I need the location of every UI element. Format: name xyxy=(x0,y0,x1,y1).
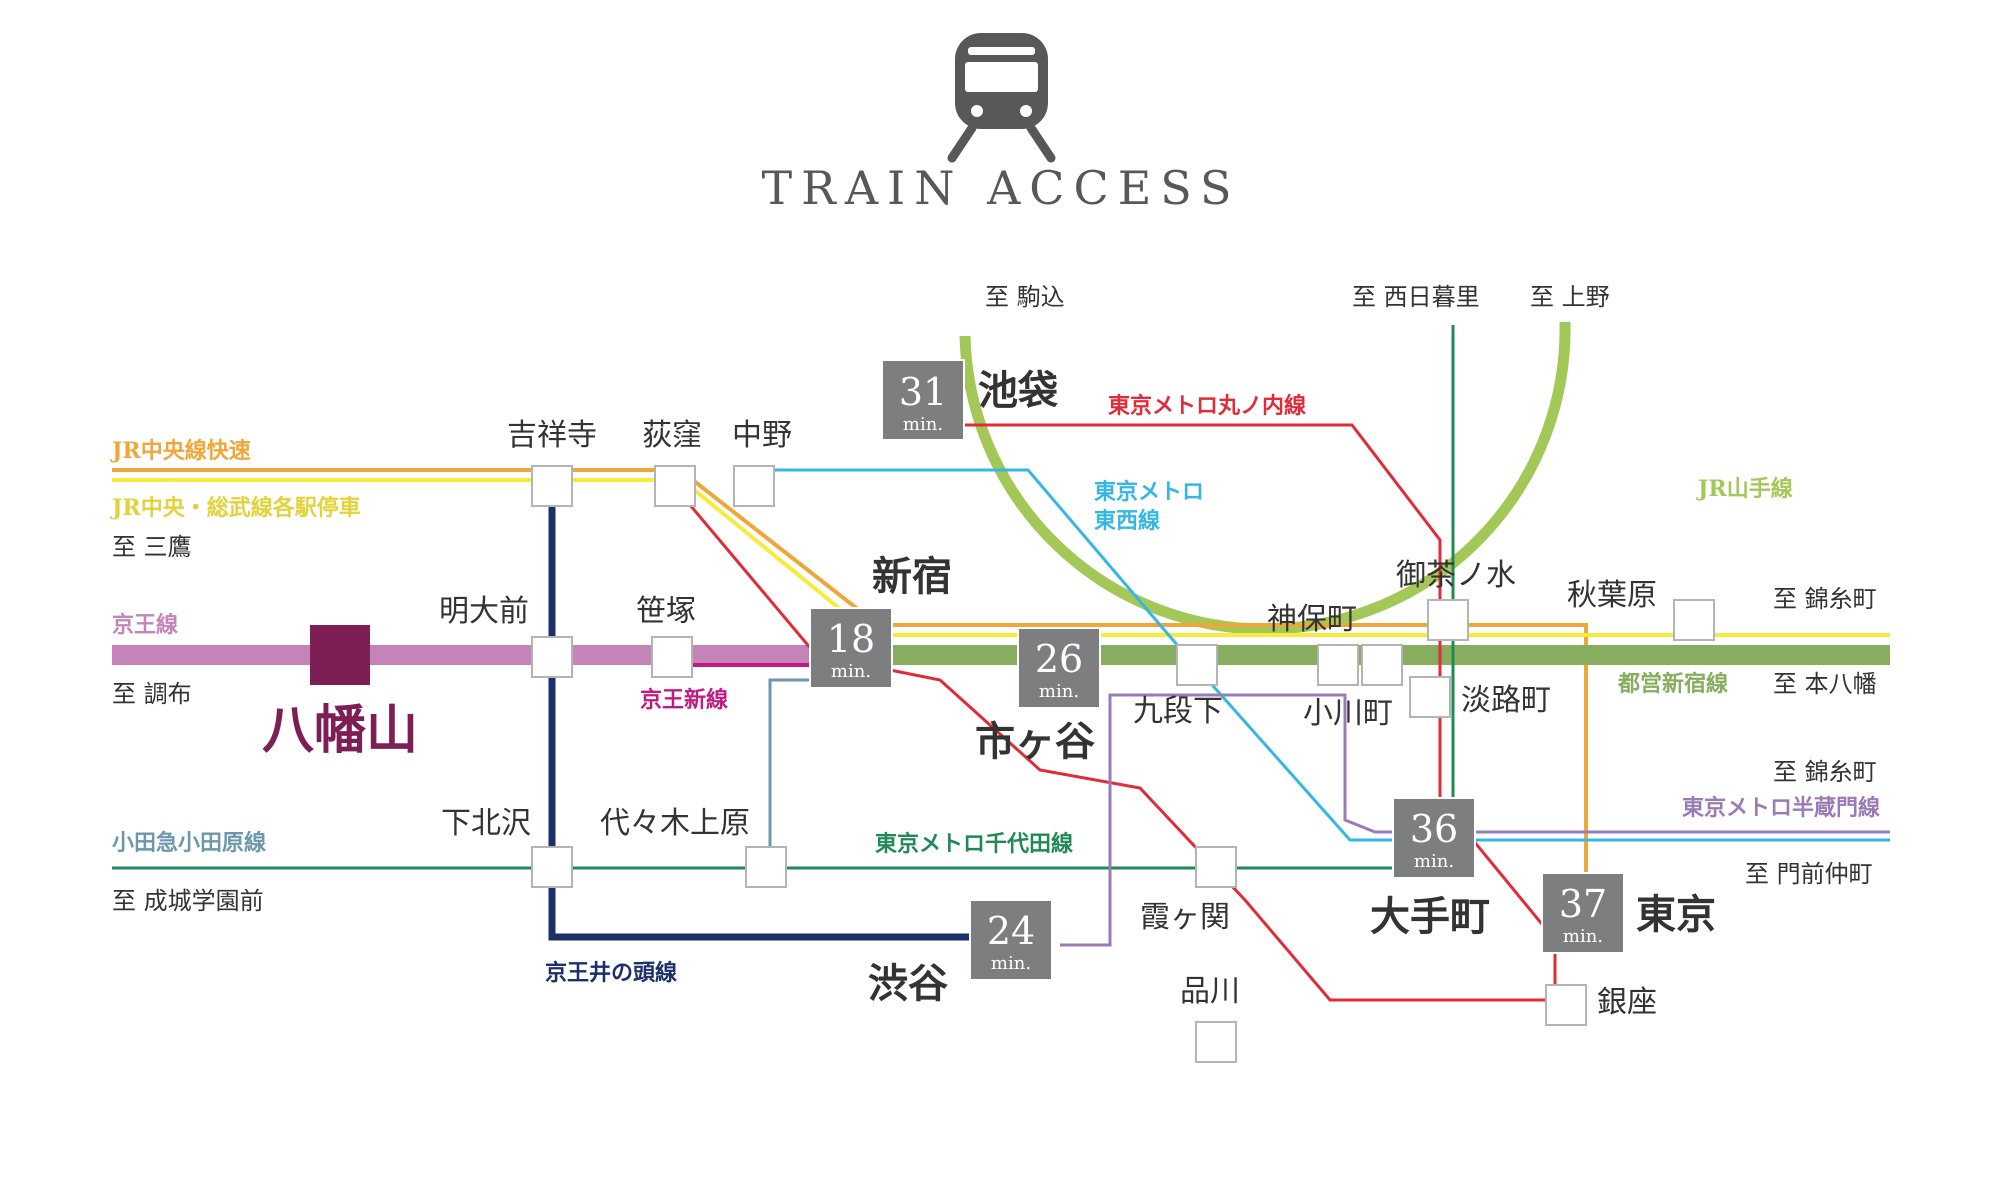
label-marunouchi: 東京メトロ丸ノ内線 xyxy=(1108,393,1306,419)
label-shinjuku-line: 都営新宿線 xyxy=(1617,671,1728,697)
direction-ueno: 至 上野 xyxy=(1530,283,1610,311)
line-chuo-sobu-local xyxy=(112,478,1890,637)
station-nakano: 中野 xyxy=(732,418,792,453)
origin-marker xyxy=(310,625,370,685)
origin-name: 八幡山 xyxy=(262,700,418,761)
label-odakyu: 小田急小田原線 xyxy=(112,830,266,856)
direction-seijo: 至 成城学園前 xyxy=(112,887,264,915)
hub-minutes: 36 xyxy=(1410,807,1458,851)
station-box-nakano xyxy=(733,465,775,507)
line-odakyu xyxy=(768,678,812,868)
station-box-ogawamachi xyxy=(1361,644,1403,686)
hub-unit: min. xyxy=(1563,926,1603,947)
station-box-meidaimae xyxy=(531,636,573,678)
station-box-kudanshita xyxy=(1176,644,1218,686)
hub-minutes: 31 xyxy=(899,370,947,414)
hub-unit: min. xyxy=(903,414,943,435)
station-box-ogikubo xyxy=(654,465,696,507)
station-box-shimokitazawa xyxy=(531,846,573,888)
station-kichijoji: 吉祥寺 xyxy=(507,418,597,453)
station-box-kasumigaseki xyxy=(1195,846,1237,888)
hub-shinjuku: 18 min. 新宿 xyxy=(809,553,952,689)
hub-ikebukuro: 31 min. 池袋 xyxy=(881,359,1058,441)
hub-unit: min. xyxy=(831,661,871,682)
direction-komagome: 至 駒込 xyxy=(985,283,1065,311)
label-chuo-rapid: JR中央線快速 xyxy=(110,438,251,464)
label-tozai-1: 東京メトロ xyxy=(1094,479,1204,505)
station-box-akihabara xyxy=(1673,599,1715,641)
station-box-ginza xyxy=(1545,984,1587,1026)
station-kasumigaseki: 霞ヶ関 xyxy=(1140,900,1230,935)
hub-tokyo: 37 min. 東京 xyxy=(1541,872,1716,954)
station-kudanshita: 九段下 xyxy=(1133,694,1223,729)
station-ogikubo: 荻窪 xyxy=(642,418,702,453)
hub-minutes: 24 xyxy=(987,909,1035,953)
hub-unit: min. xyxy=(1039,681,1079,702)
station-box-yoyogiuehara xyxy=(745,846,787,888)
hub-name: 渋谷 xyxy=(868,960,948,1007)
station-box-shinagawa xyxy=(1195,1021,1237,1063)
label-tozai-2: 東西線 xyxy=(1094,508,1160,534)
label-yamanote: JR山手線 xyxy=(1696,476,1793,502)
station-jimbocho: 神保町 xyxy=(1267,602,1357,637)
direction-motoyawata: 至 本八幡 xyxy=(1773,670,1877,698)
hub-minutes: 37 xyxy=(1559,882,1607,926)
hub-minutes: 18 xyxy=(827,617,875,661)
station-box-kichijoji xyxy=(531,465,573,507)
station-meidaimae: 明大前 xyxy=(439,594,529,629)
hub-name: 新宿 xyxy=(872,553,952,600)
page-title: TRAIN ACCESS xyxy=(762,161,1241,215)
station-yoyogiuehara: 代々木上原 xyxy=(600,806,750,841)
station-shinagawa: 品川 xyxy=(1180,974,1240,1009)
station-ginza: 銀座 xyxy=(1597,985,1657,1020)
station-box-jimbocho xyxy=(1317,644,1359,686)
label-keio: 京王線 xyxy=(112,612,178,638)
station-box-ochanomizu xyxy=(1427,599,1469,641)
hub-otemachi: 36 min. 大手町 xyxy=(1370,797,1490,940)
direction-kinshicho-2: 至 錦糸町 xyxy=(1773,758,1877,786)
hub-name: 東京 xyxy=(1636,891,1716,938)
station-ochanomizu: 御茶ノ水 xyxy=(1396,558,1516,593)
hub-unit: min. xyxy=(991,953,1031,974)
label-chiyoda: 東京メトロ千代田線 xyxy=(875,831,1073,857)
train-icon xyxy=(947,33,1056,163)
station-sasazuka: 笹塚 xyxy=(636,594,696,629)
direction-monzen: 至 門前仲町 xyxy=(1745,860,1873,888)
hub-unit: min. xyxy=(1414,851,1454,872)
station-awajicho: 淡路町 xyxy=(1461,683,1551,718)
label-hanzomon: 東京メトロ半蔵門線 xyxy=(1682,795,1880,821)
direction-chofu: 至 調布 xyxy=(112,680,192,708)
line-marunouchi-west xyxy=(688,504,814,651)
hub-ichigaya: 26 min. 市ヶ谷 xyxy=(975,627,1101,765)
line-marunouchi xyxy=(889,423,1557,1002)
hub-name: 市ヶ谷 xyxy=(975,718,1095,765)
hub-shibuya: 24 min. 渋谷 xyxy=(868,899,1053,1007)
line-hanzomon xyxy=(1060,693,1890,947)
station-box-awajicho xyxy=(1409,676,1451,718)
station-shimokitazawa: 下北沢 xyxy=(441,806,531,841)
label-chuo-sobu-local: JR中央・総武線各駅停車 xyxy=(110,495,361,521)
hub-minutes: 26 xyxy=(1035,637,1083,681)
station-box-sasazuka xyxy=(651,636,693,678)
hub-name: 大手町 xyxy=(1370,893,1490,940)
label-inokashira: 京王井の頭線 xyxy=(545,960,677,986)
line-yamanote xyxy=(959,321,1571,635)
direction-mitaka: 至 三鷹 xyxy=(112,533,192,561)
station-boxes xyxy=(531,465,1715,1063)
label-keio-new: 京王新線 xyxy=(640,687,728,713)
direction-nishinippori: 至 西日暮里 xyxy=(1352,283,1480,311)
station-akihabara: 秋葉原 xyxy=(1567,578,1657,613)
station-ogawamachi: 小川町 xyxy=(1303,696,1393,731)
hub-name: 池袋 xyxy=(978,367,1058,414)
direction-kinshicho-1: 至 錦糸町 xyxy=(1773,585,1877,613)
